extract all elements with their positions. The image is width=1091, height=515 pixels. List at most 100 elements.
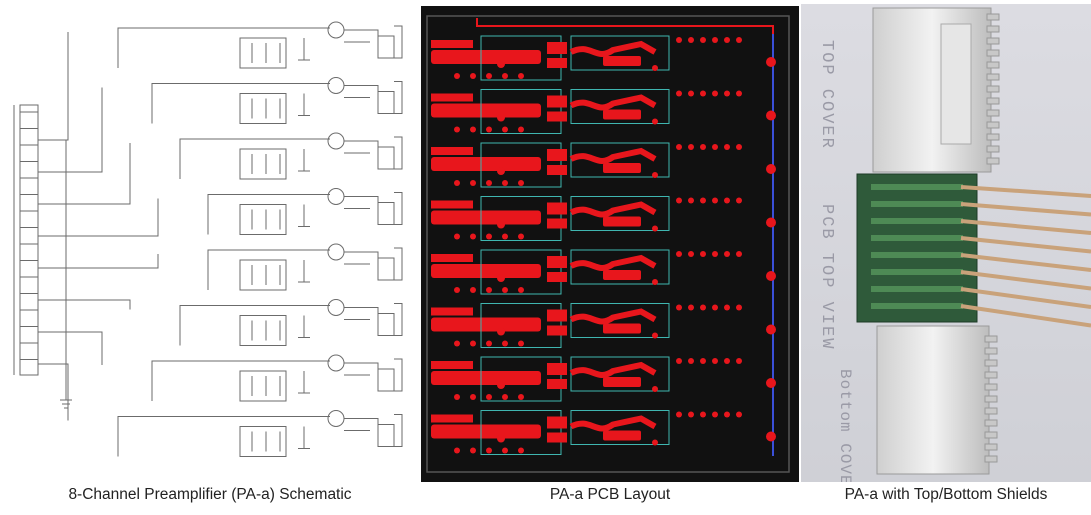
input-network (239, 370, 287, 402)
board-outline (426, 15, 790, 473)
amp-trace (569, 361, 657, 378)
output-connector (377, 313, 395, 336)
shielded-board-drawing: TOP COVER PCB TOP VIEW Bottom COVER (801, 4, 1091, 482)
via (676, 251, 682, 257)
via (502, 73, 508, 79)
via (497, 381, 505, 389)
coax-cable (960, 253, 1091, 272)
component-row (871, 286, 963, 292)
via (652, 386, 658, 392)
signal-trace (431, 157, 541, 171)
coax-cable (960, 185, 1091, 198)
via (688, 251, 694, 257)
input-network (239, 259, 287, 291)
via (497, 434, 505, 443)
pad (547, 379, 567, 389)
via (486, 180, 492, 186)
amp-trace (569, 40, 657, 57)
output-bracket (394, 303, 403, 336)
cover-tab (984, 335, 998, 343)
bias-resistor (298, 149, 310, 172)
channel-input-wire (207, 194, 330, 235)
via (724, 197, 730, 204)
bottom-cover-label: Bottom COVER (836, 369, 854, 482)
via (712, 144, 718, 150)
via (700, 304, 706, 311)
input-resistors (251, 209, 281, 230)
mount-hole (766, 57, 776, 67)
via (502, 233, 508, 240)
mount-hole (766, 271, 776, 281)
signal-trace (431, 210, 541, 225)
amp-trace (569, 94, 657, 111)
channel-feed-wire (38, 32, 69, 141)
via (518, 233, 524, 240)
channel-circuit (38, 77, 403, 173)
signal-trace (431, 50, 541, 64)
input-network (239, 315, 287, 346)
coax-cable (960, 270, 1091, 291)
output-bracket (394, 81, 403, 114)
amp-trace (569, 308, 657, 325)
via (454, 340, 460, 347)
via (518, 447, 524, 454)
mount-hole (766, 378, 776, 388)
input-pad (431, 200, 473, 209)
signal-trace (431, 103, 541, 118)
via (724, 37, 730, 43)
bias-resistor (298, 260, 310, 283)
input-resistors (251, 98, 281, 119)
cover-tab (986, 73, 1000, 81)
pad (547, 218, 567, 229)
via (486, 394, 492, 400)
cover-tab (986, 49, 1000, 57)
schematic-drawing (13, 21, 403, 457)
coax-cable (960, 287, 1091, 309)
amplifier-output (344, 362, 379, 389)
amp-outline (570, 89, 670, 124)
mount-hole (766, 110, 776, 121)
mount-hole (766, 164, 776, 174)
input-pad (431, 361, 473, 369)
pad (603, 377, 641, 387)
input-resistors (251, 154, 281, 174)
via (676, 37, 682, 43)
via (700, 144, 706, 150)
component-row (871, 235, 963, 241)
channel-circuit (38, 299, 403, 346)
schematic-panel (0, 0, 420, 478)
pcb-layout-caption: PA-a PCB Layout (549, 486, 671, 503)
cover-tab (984, 407, 998, 415)
via (688, 90, 694, 97)
bias-resistor (298, 426, 310, 449)
via (470, 180, 476, 186)
input-network (239, 148, 287, 180)
via (497, 167, 505, 175)
via (712, 304, 718, 311)
via (676, 90, 682, 97)
amp-outline (570, 35, 670, 71)
input-network (239, 204, 287, 235)
via (652, 279, 658, 285)
pcb-channel (431, 142, 776, 188)
via (497, 274, 505, 282)
input-resistors (251, 320, 281, 341)
output-connector (377, 91, 395, 114)
via (724, 304, 730, 311)
via (712, 197, 718, 204)
via (676, 197, 682, 204)
via (700, 197, 706, 204)
channel-circuit (38, 188, 403, 237)
via (652, 172, 658, 178)
channel-feed-wire (38, 299, 131, 310)
via (652, 439, 658, 446)
via (712, 37, 718, 43)
amplifier-output (344, 29, 379, 56)
pad (547, 95, 567, 108)
via (454, 287, 460, 293)
shielded-board-photo-panel: TOP COVER PCB TOP VIEW Bottom COVER (801, 4, 1091, 482)
via (724, 411, 730, 418)
signal-trace (431, 424, 541, 439)
bias-resistor (298, 315, 310, 338)
via (502, 394, 508, 400)
